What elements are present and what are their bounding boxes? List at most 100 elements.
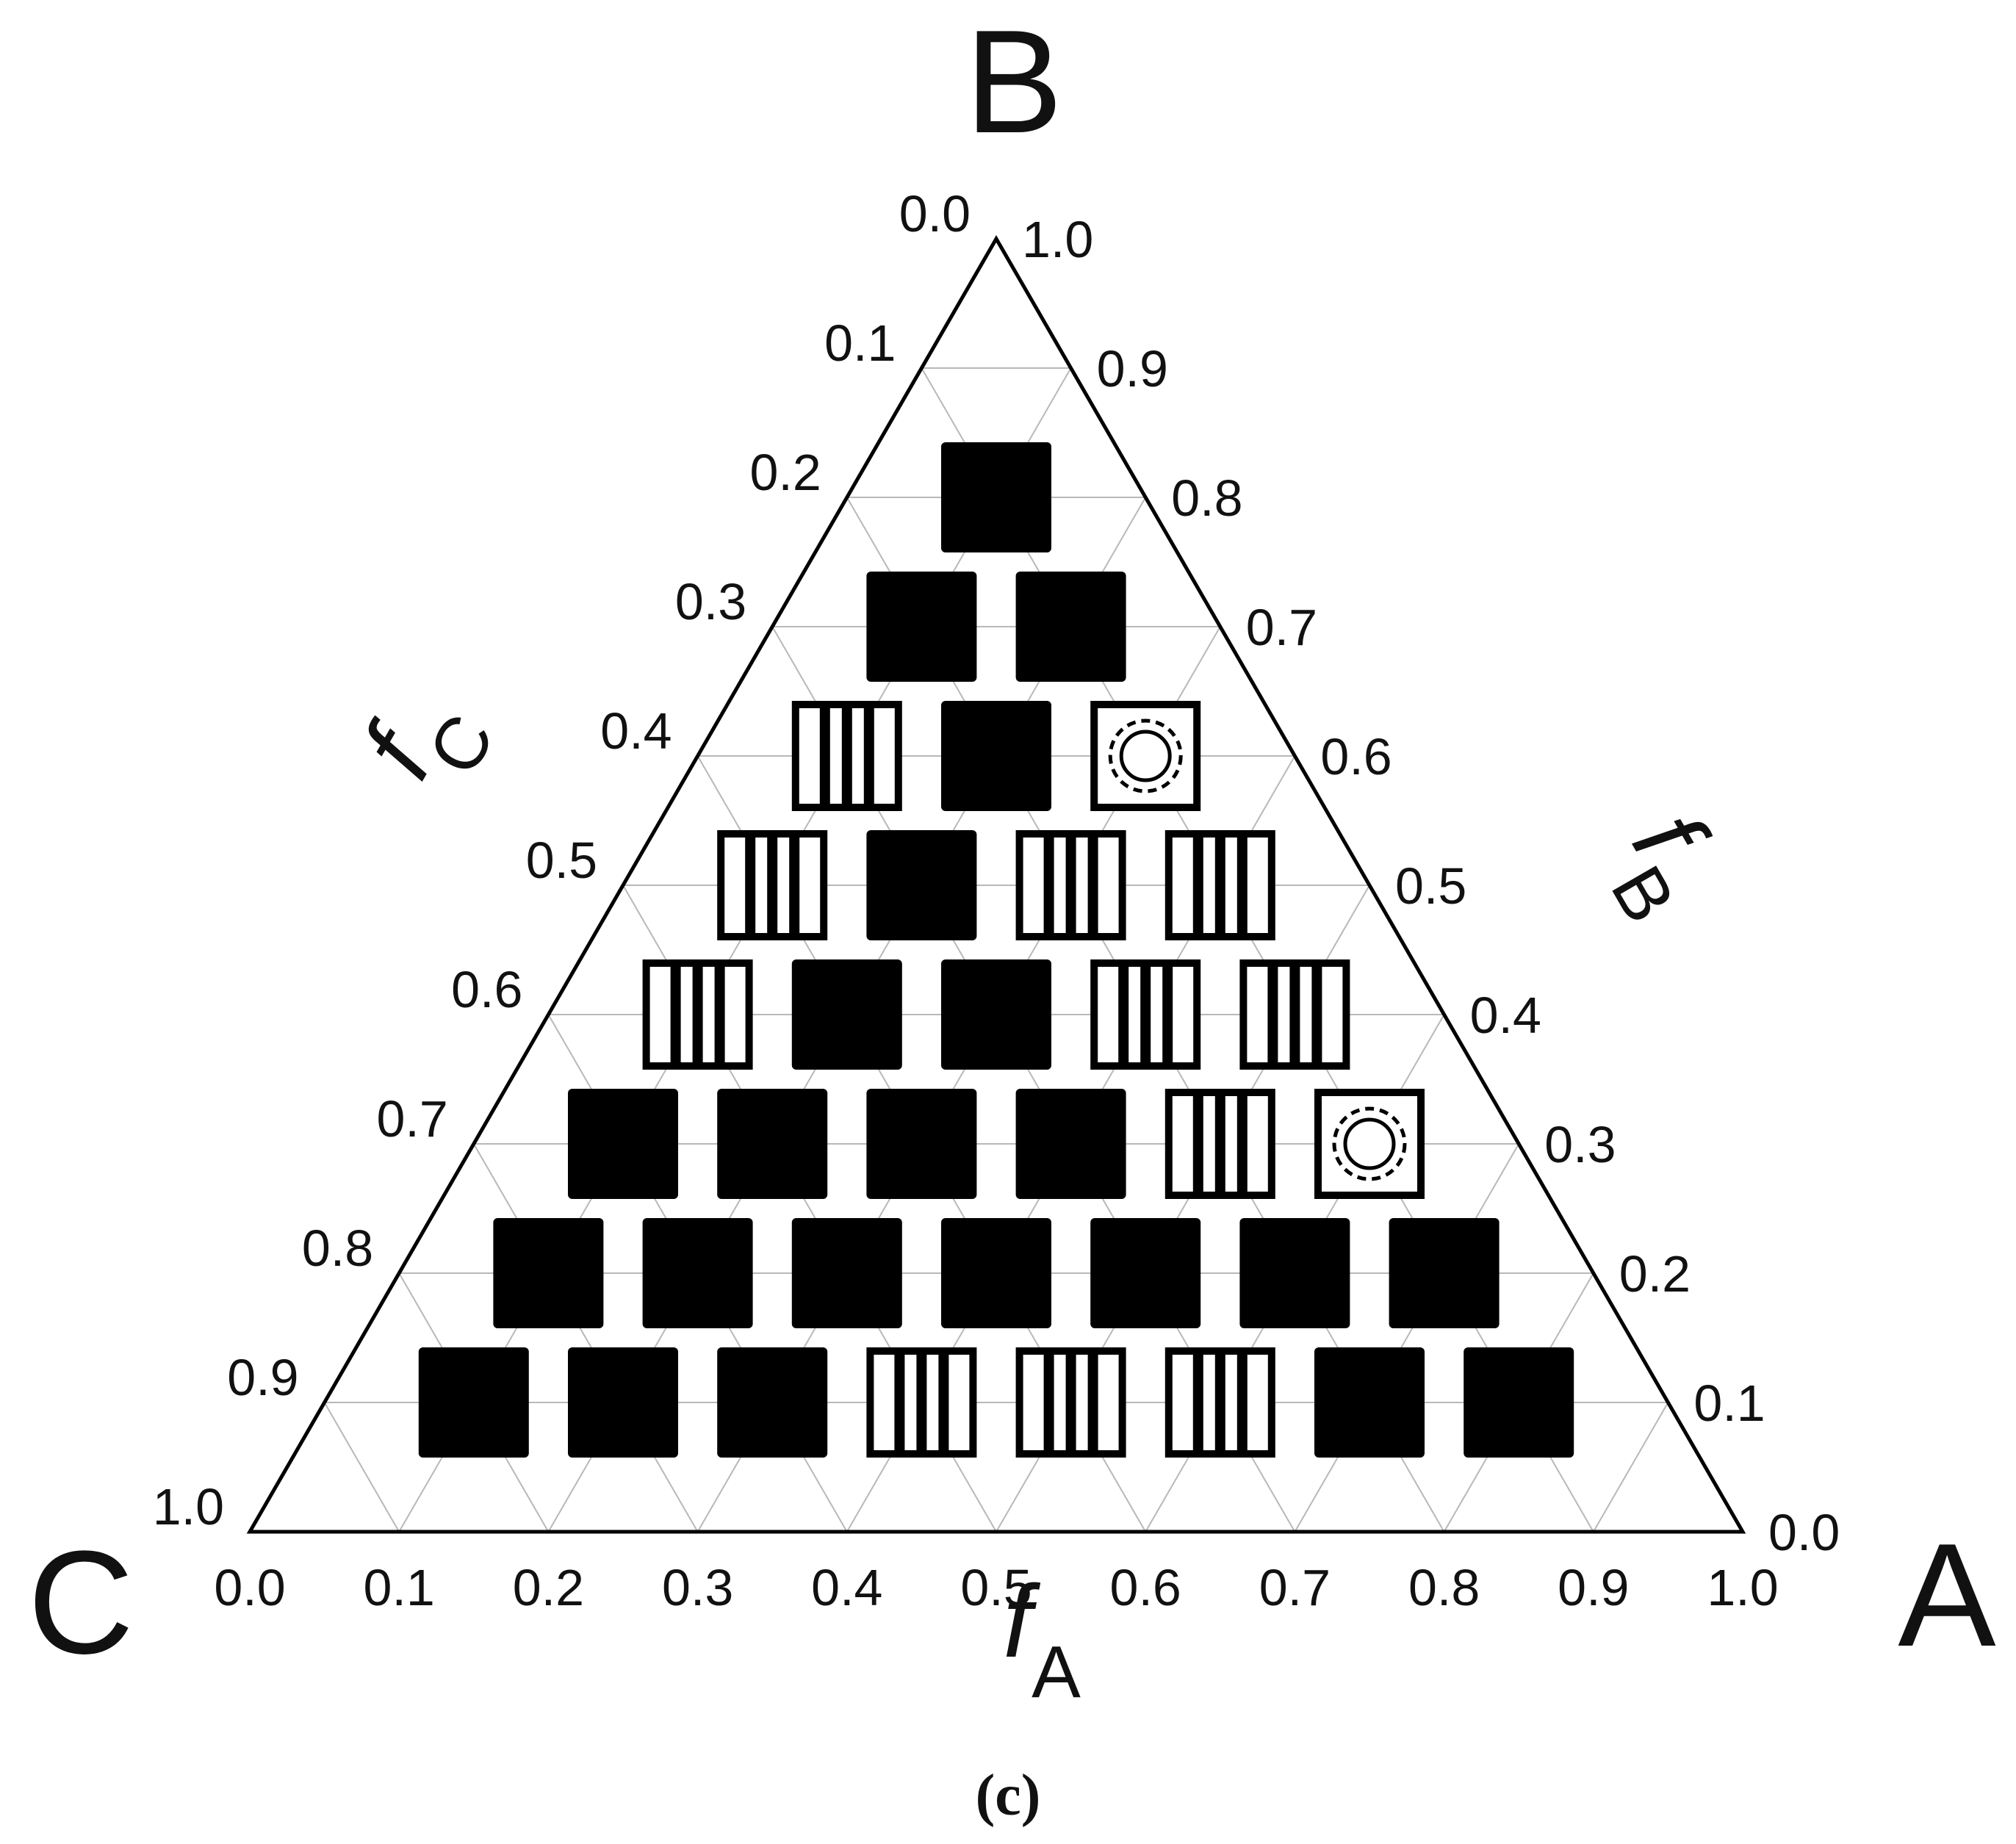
triangle-outline — [246, 234, 1746, 1534]
marker-dashed-circle — [1332, 1106, 1407, 1181]
marker-stripe — [767, 836, 778, 934]
tick-label-fb: 0.4 — [1470, 987, 1541, 1044]
marker-striped-square — [1015, 830, 1126, 940]
marker-dashed-circle — [1108, 718, 1183, 793]
tick-label-fb: 0.0 — [1768, 1504, 1840, 1561]
svg-text:fB: fB — [1581, 794, 1749, 936]
tick-label-fa: 0.7 — [1259, 1559, 1331, 1616]
marker-stripe — [1289, 965, 1300, 1064]
grid-line-fa — [398, 367, 1072, 1533]
axis-label-fb: fB — [1581, 794, 1749, 936]
vertex-label-c: C — [28, 1521, 134, 1685]
axis-label-fc: fC — [339, 701, 510, 796]
marker-stripe — [1267, 965, 1278, 1064]
marker-filled-square — [418, 1347, 529, 1458]
tick-label-fc: 0.7 — [376, 1090, 447, 1148]
marker-stripe — [1192, 1353, 1203, 1452]
marker-stripe — [1236, 836, 1248, 934]
marker-square-fill — [866, 572, 977, 682]
marker-square-fill — [941, 1218, 1051, 1328]
marker-square-fill — [717, 1089, 828, 1199]
marker-stripe — [1087, 1353, 1098, 1452]
marker-square-fill — [941, 701, 1051, 811]
marker-stripe — [938, 1353, 949, 1452]
grid-line-fc — [323, 1402, 400, 1533]
grid-line-fc — [472, 1143, 699, 1533]
marker-filled-square — [1090, 1218, 1201, 1328]
tick-label-fb: 0.3 — [1544, 1116, 1616, 1173]
tick-label-fb: 0.6 — [1320, 728, 1392, 785]
marker-stripe — [714, 965, 725, 1064]
data-markers — [418, 442, 1574, 1458]
marker-stripe — [745, 836, 756, 934]
tick-label-fa: 0.9 — [1558, 1559, 1629, 1616]
marker-filled-square — [941, 959, 1051, 1070]
marker-stripe — [894, 1353, 905, 1452]
marker-stripe — [670, 965, 681, 1064]
marker-striped-square — [791, 701, 902, 811]
marker-square-fill — [1015, 1089, 1126, 1199]
marker-square-fill — [1464, 1347, 1574, 1458]
marker-square-fill — [418, 1347, 529, 1458]
tick-label-fc: 0.9 — [227, 1349, 298, 1406]
vertex-label-b: B — [965, 0, 1062, 164]
marker-filled-square — [866, 830, 977, 940]
marker-filled-square — [493, 1218, 604, 1328]
marker-circle-square — [1314, 1089, 1425, 1199]
marker-square-fill — [1015, 572, 1126, 682]
marker-square-fill — [1239, 1218, 1350, 1328]
marker-filled-square — [568, 1347, 678, 1458]
marker-stripe — [1043, 836, 1054, 934]
marker-stripe — [1311, 965, 1322, 1064]
marker-square-fill — [717, 1347, 828, 1458]
marker-stripe — [692, 965, 703, 1064]
marker-stripe — [1236, 1353, 1248, 1452]
marker-striped-square — [717, 830, 828, 940]
tick-labels: 0.00.00.00.10.10.10.20.20.20.30.30.30.40… — [153, 185, 1840, 1616]
marker-filled-square — [642, 1218, 753, 1328]
marker-stripe — [841, 707, 852, 805]
marker-stripe — [1192, 836, 1203, 934]
marker-striped-square — [642, 959, 753, 1070]
marker-striped-square — [1164, 830, 1275, 940]
marker-inner-circle — [1343, 1117, 1396, 1170]
grid-line-fa — [1592, 1402, 1669, 1533]
svg-text:fA: fA — [1003, 1563, 1081, 1713]
marker-stripe — [1192, 1095, 1203, 1193]
marker-stripe — [1214, 1095, 1225, 1193]
marker-stripe — [1162, 965, 1173, 1064]
tick-label-fa: 0.5 — [960, 1559, 1032, 1616]
tick-label-fa: 0.8 — [1408, 1559, 1480, 1616]
marker-filled-square — [717, 1089, 828, 1199]
tick-label-fb: 0.7 — [1246, 599, 1317, 656]
marker-striped-square — [1090, 959, 1201, 1070]
marker-square-fill — [791, 1218, 902, 1328]
axis-label-fa-subscript: A — [1032, 1631, 1081, 1713]
marker-stripe — [1065, 836, 1076, 934]
tick-label-fc: 0.6 — [451, 961, 522, 1018]
marker-square-fill — [1389, 1218, 1500, 1328]
marker-stripe — [916, 1353, 927, 1452]
marker-filled-square — [1464, 1347, 1574, 1458]
marker-square-fill — [1090, 1218, 1201, 1328]
tick-label-fa: 0.0 — [214, 1559, 285, 1616]
marker-square-fill — [1314, 1347, 1425, 1458]
marker-stripe — [1214, 836, 1225, 934]
grid-line-fa — [1294, 1143, 1520, 1533]
axis-label-fa: fA — [1003, 1563, 1081, 1713]
marker-filled-square — [941, 1218, 1051, 1328]
tick-label-fa: 0.1 — [364, 1559, 435, 1616]
marker-stripe — [1043, 1353, 1054, 1452]
marker-filled-square — [791, 959, 902, 1070]
marker-filled-square — [866, 1089, 977, 1199]
tick-label-fc: 0.8 — [302, 1220, 373, 1277]
tick-label-fb: 1.0 — [1022, 211, 1093, 268]
marker-filled-square — [568, 1089, 678, 1199]
tick-label-fc: 0.5 — [526, 832, 597, 889]
marker-filled-square — [1239, 1218, 1350, 1328]
tick-label-fb: 0.2 — [1619, 1245, 1691, 1303]
marker-striped-square — [1239, 959, 1350, 1070]
marker-filled-square — [717, 1347, 828, 1458]
marker-square-fill — [791, 959, 902, 1070]
